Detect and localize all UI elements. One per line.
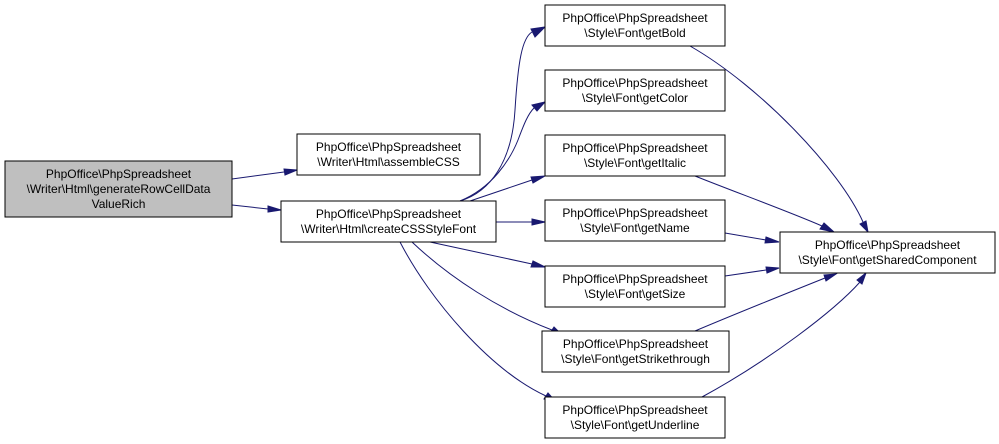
node-label-line: \Style\Font\getUnderline [571,418,700,432]
edge-arrowhead [283,168,298,176]
node-box [544,199,726,242]
edge-getName-to-getSharedComponent [724,232,780,244]
node-label-line: \Style\Font\getColor [582,91,688,105]
node-label-line: \Style\Font\getBold [584,26,685,40]
node-label-line: \Style\Font\getName [580,221,690,235]
node-label-line: PhpOffice\PhpSpreadsheet [316,207,462,221]
node-label-line: PhpOffice\PhpSpreadsheet [562,11,708,25]
node-getSharedComponent[interactable]: PhpOffice\PhpSpreadsheet\Style\Font\getS… [779,231,996,274]
node-label-line: \Writer\Html\generateRowCellData [27,182,211,196]
node-label-line: \Style\Font\getStrikethrough [561,352,710,366]
edge-generateRowCellDataValueRich-to-createCSSStyleFont [231,204,282,213]
edge-line [411,241,553,331]
edge-arrowhead [819,222,836,233]
edge-createCSSStyleFont-to-getColor [459,101,547,202]
edge-line [694,277,826,332]
edge-arrowhead [764,236,780,244]
node-getName[interactable]: PhpOffice\PhpSpreadsheet\Style\Font\getN… [544,199,726,242]
edge-line [724,232,767,241]
edge-arrowhead [530,26,547,38]
node-generateRowCellDataValueRich[interactable]: PhpOffice\PhpSpreadsheet\Writer\Html\gen… [4,160,233,218]
node-getStrikethrough[interactable]: PhpOffice\PhpSpreadsheet\Style\Font\getS… [541,330,730,373]
node-box [296,133,481,176]
node-getUnderline[interactable]: PhpOffice\PhpSpreadsheet\Style\Font\getU… [544,396,726,439]
edge-line [399,241,547,397]
node-label-line: ValueRich [92,197,146,211]
edge-line [701,281,861,398]
node-label-line: PhpOffice\PhpSpreadsheet [46,167,192,181]
edge-getSize-to-getSharedComponent [724,266,780,277]
edge-createCSSStyleFont-to-getSize [429,241,546,268]
edge-arrowhead [530,260,546,268]
node-label-line: PhpOffice\PhpSpreadsheet [815,238,961,252]
edge-arrowhead [267,205,282,213]
edge-createCSSStyleFont-to-getStrikethrough [411,241,566,339]
edge-line [694,175,823,227]
node-label-line: PhpOffice\PhpSpreadsheet [563,337,709,351]
node-getItalic[interactable]: PhpOffice\PhpSpreadsheet\Style\Font\getI… [544,134,726,177]
edge-createCSSStyleFont-to-getBold [459,26,547,202]
edge-line [689,45,864,223]
edge-arrowhead [856,271,868,285]
edge-getItalic-to-getSharedComponent [694,175,836,233]
edges-layer [231,26,869,405]
edge-line [429,241,533,265]
node-box [544,265,726,308]
node-box [544,396,726,439]
node-label-line: \Style\Font\getItalic [584,156,686,170]
node-label-line: PhpOffice\PhpSpreadsheet [562,206,708,220]
edge-getStrikethrough-to-getSharedComponent [694,273,838,332]
edge-createCSSStyleFont-to-getItalic [469,175,546,202]
edge-arrowhead [530,175,546,184]
edge-line [231,171,285,180]
edge-line [231,204,269,210]
node-box [4,160,233,218]
node-label-line: PhpOffice\PhpSpreadsheet [562,141,708,155]
node-box [280,200,497,243]
edge-arrowhead [859,220,869,234]
node-label-line: \Writer\Html\createCSSStyleFont [301,222,477,236]
edge-generateRowCellDataValueRich-to-assembleCSS [231,168,298,180]
edge-getUnderline-to-getSharedComponent [701,271,868,398]
node-getColor[interactable]: PhpOffice\PhpSpreadsheet\Style\Font\getC… [544,69,726,112]
edge-getBold-to-getSharedComponent [689,45,869,234]
node-label-line: \Style\Font\getSize [585,287,686,301]
node-label-line: PhpOffice\PhpSpreadsheet [562,403,708,417]
node-createCSSStyleFont[interactable]: PhpOffice\PhpSpreadsheet\Writer\Html\cre… [280,200,497,243]
nodes-layer: PhpOffice\PhpSpreadsheet\Writer\Html\gen… [4,4,996,439]
edge-arrowhead [765,266,780,274]
edge-line [459,107,535,202]
node-box [544,4,726,47]
edge-line [469,179,533,202]
edge-line [459,31,533,202]
node-box [541,330,730,373]
node-label-line: PhpOffice\PhpSpreadsheet [316,140,462,154]
edge-line [724,269,767,277]
node-getBold[interactable]: PhpOffice\PhpSpreadsheet\Style\Font\getB… [544,4,726,47]
node-label-line: PhpOffice\PhpSpreadsheet [562,76,708,90]
node-box [779,231,996,274]
edge-arrowhead [531,101,547,112]
node-box [544,69,726,112]
edge-arrowhead [823,273,838,282]
node-getSize[interactable]: PhpOffice\PhpSpreadsheet\Style\Font\getS… [544,265,726,308]
node-label-line: \Writer\Html\assembleCSS [317,155,459,169]
edge-createCSSStyleFont-to-getName [496,218,546,226]
node-assembleCSS[interactable]: PhpOffice\PhpSpreadsheet\Writer\Html\ass… [296,133,481,176]
node-label-line: \Style\Font\getSharedComponent [798,253,977,267]
node-label-line: PhpOffice\PhpSpreadsheet [562,272,708,286]
edge-arrowhead [531,218,546,226]
node-box [544,134,726,177]
